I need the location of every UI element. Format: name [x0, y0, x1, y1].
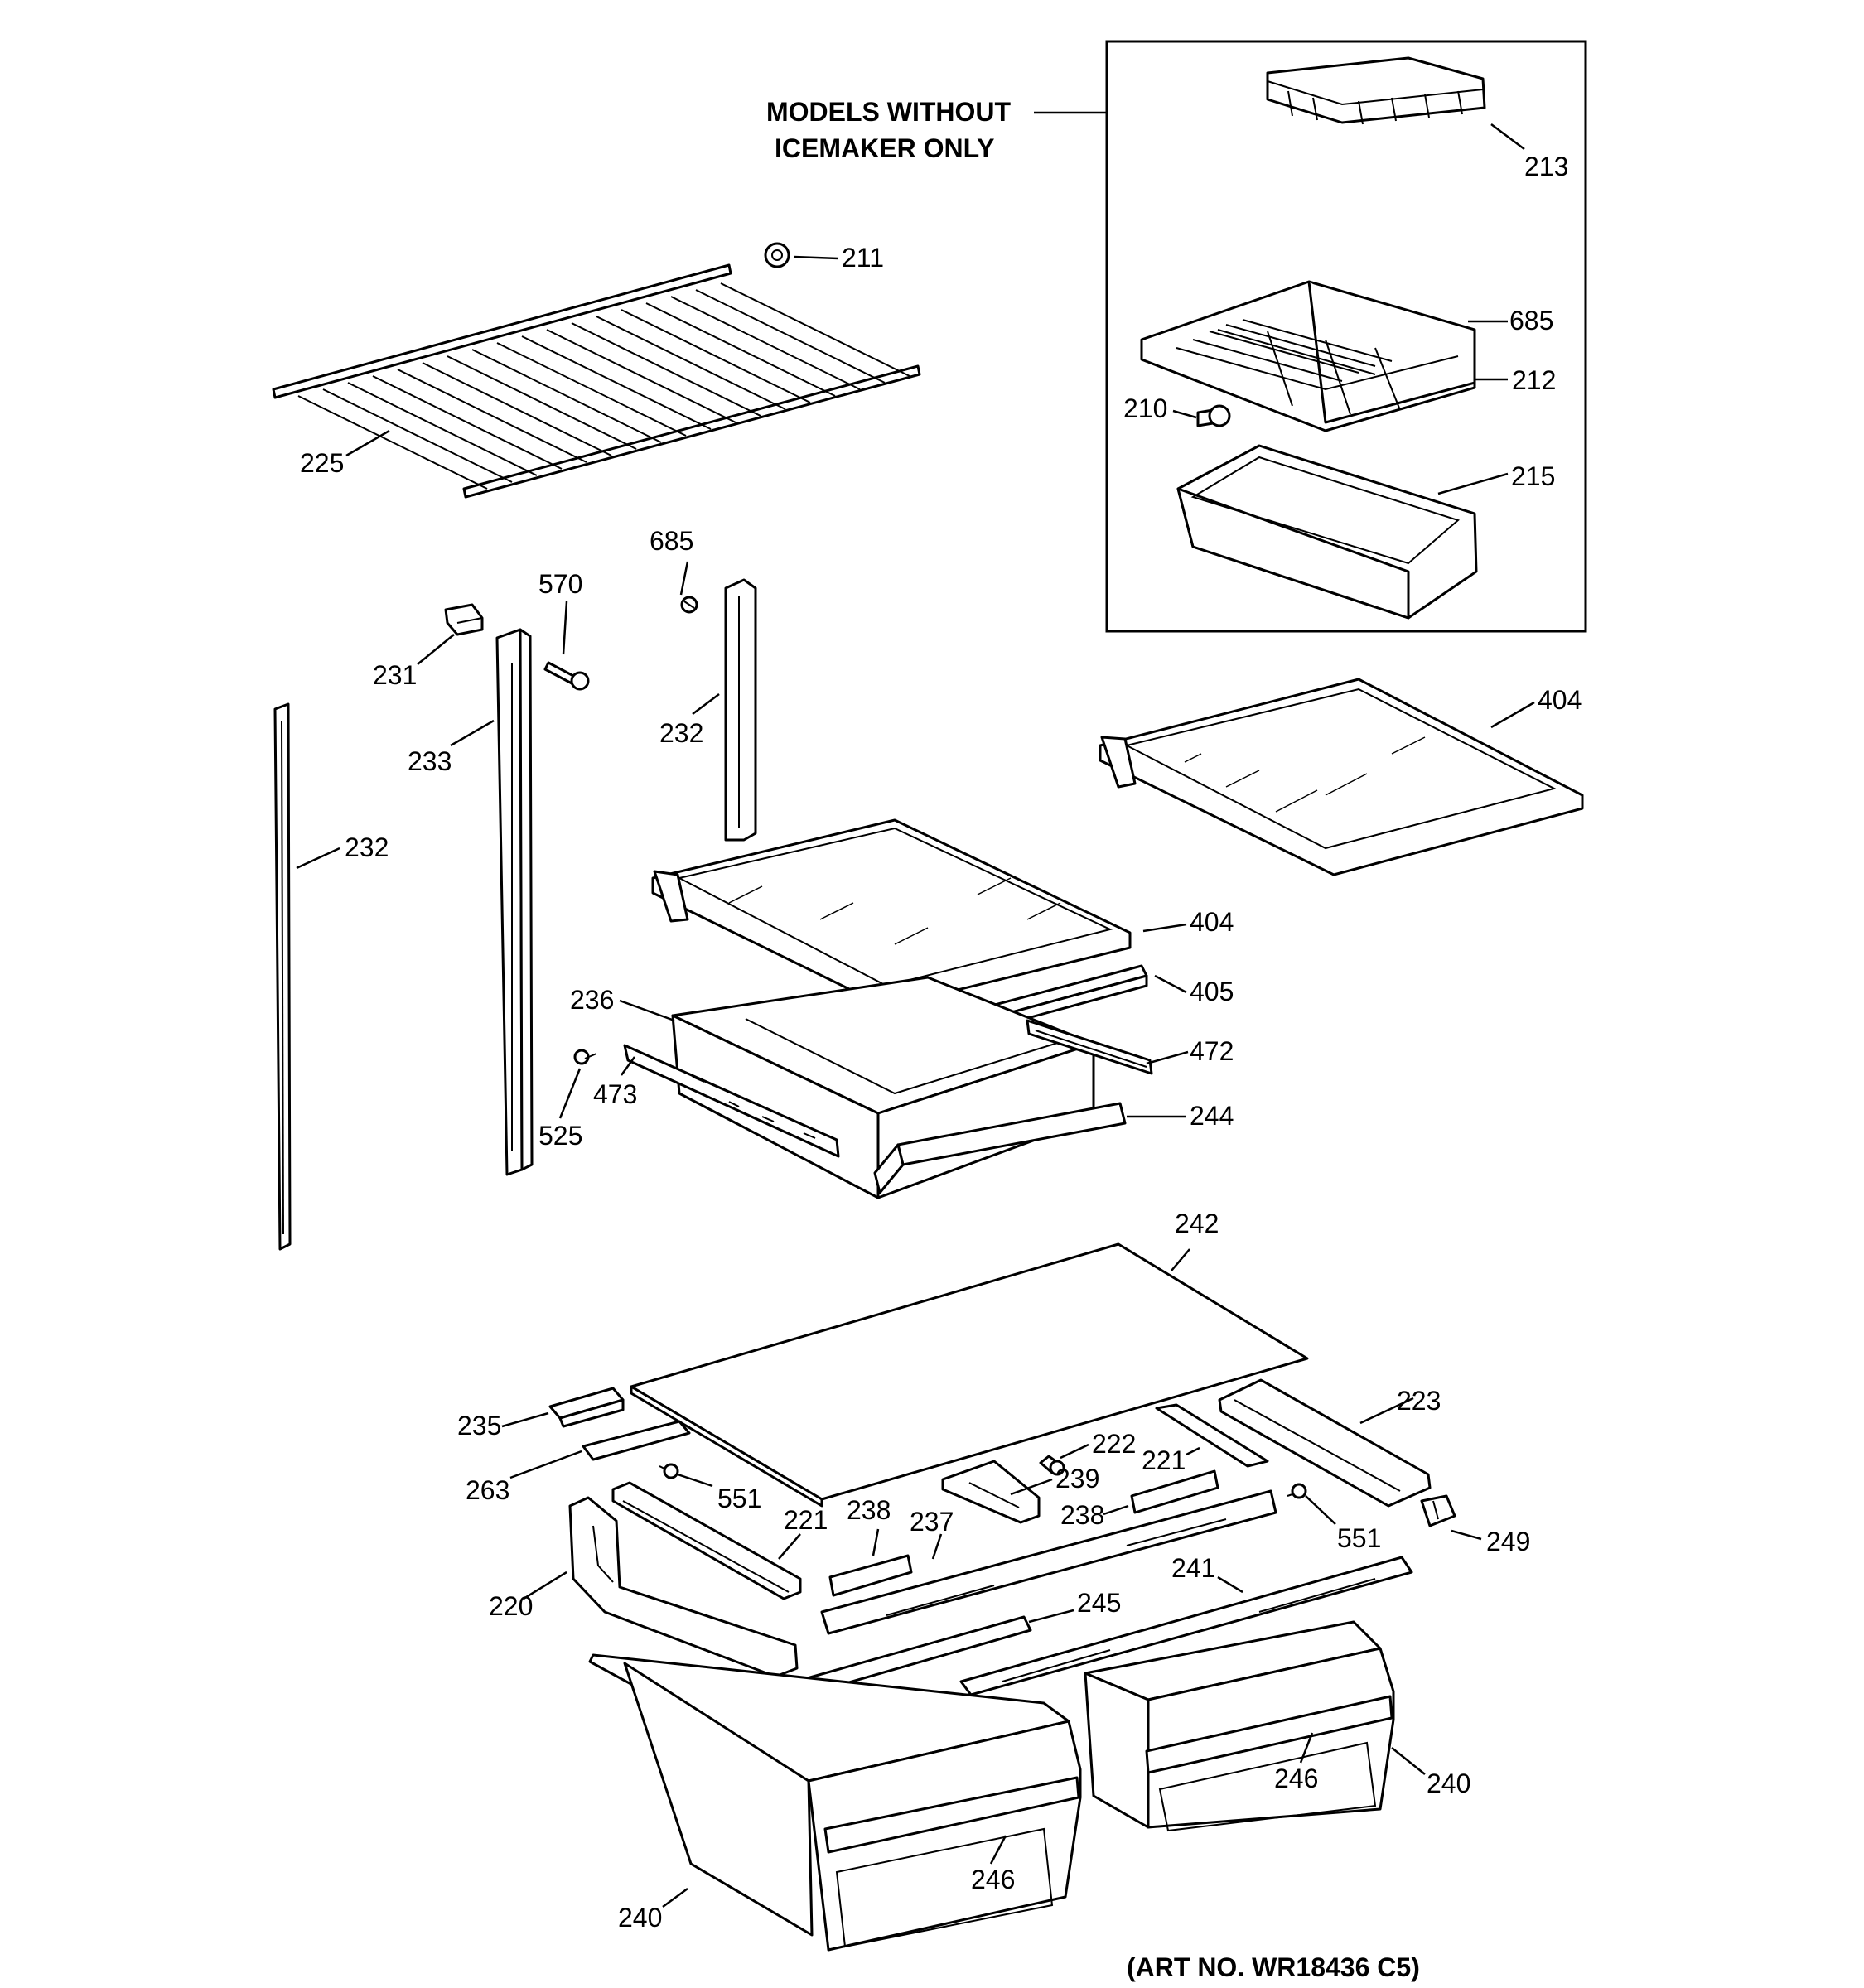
- clip-238-right: [1130, 1469, 1219, 1514]
- callout-241: 241: [1171, 1553, 1215, 1583]
- ice-tray-213: [1266, 56, 1486, 125]
- models-without-label: MODELS WITHOUT: [766, 97, 1012, 127]
- ice-bin-215: [1176, 444, 1478, 620]
- callout-242: 242: [1175, 1209, 1219, 1238]
- callout-213: 213: [1524, 152, 1568, 181]
- callout-237: 237: [910, 1507, 954, 1537]
- callout-222: 222: [1092, 1429, 1136, 1459]
- clip-238-left: [828, 1554, 913, 1597]
- rail-221-left: [611, 1481, 802, 1600]
- callout-232-right: 232: [659, 718, 703, 748]
- icemaker-inset-box: [1105, 40, 1587, 633]
- callout-405: 405: [1190, 977, 1234, 1006]
- rail-221-right: [1155, 1403, 1269, 1468]
- callout-221-left: 221: [784, 1505, 828, 1535]
- callout-232-left: 232: [345, 832, 389, 862]
- callout-404-right: 404: [1538, 685, 1582, 715]
- cover-242: [630, 1242, 1309, 1508]
- drawer-240-right: [1084, 1620, 1395, 1832]
- screw-525: [573, 1049, 597, 1065]
- icemaker-only-label: ICEMAKER ONLY: [775, 133, 995, 163]
- bar-237: [820, 1489, 1277, 1635]
- callout-238-left: 238: [847, 1495, 891, 1525]
- callout-238-right: 238: [1060, 1500, 1104, 1530]
- callout-240-left: 240: [618, 1903, 662, 1933]
- screw-685: [680, 596, 698, 614]
- callout-685-inset: 685: [1509, 306, 1553, 335]
- bracket-235: [548, 1387, 625, 1428]
- callout-244: 244: [1190, 1101, 1234, 1131]
- callout-551-left: 551: [717, 1484, 761, 1513]
- screw-551-left: [659, 1463, 679, 1479]
- callout-245: 245: [1077, 1588, 1121, 1618]
- art-number-label: (ART NO. WR18436 C5): [1127, 1952, 1420, 1982]
- rail-233: [495, 628, 534, 1176]
- bar-241: [959, 1556, 1413, 1696]
- screw-570: [543, 661, 590, 691]
- glass-shelf-404-right: [1099, 678, 1584, 876]
- part-222: [1039, 1455, 1065, 1476]
- callout-236: 236: [570, 985, 614, 1015]
- callout-210: 210: [1123, 393, 1167, 423]
- callout-570: 570: [538, 569, 582, 599]
- callout-225: 225: [300, 448, 344, 478]
- rail-223: [1218, 1378, 1432, 1508]
- callout-525: 525: [538, 1121, 582, 1151]
- callout-472: 472: [1190, 1036, 1234, 1066]
- pin-210: [1196, 404, 1231, 427]
- grommet-211: [764, 242, 790, 268]
- glass-shelf-404-left: [651, 818, 1132, 1009]
- callout-240-right: 240: [1427, 1768, 1470, 1798]
- callout-246-right: 246: [1274, 1764, 1318, 1793]
- clip-231: [444, 603, 484, 636]
- callout-215: 215: [1511, 461, 1555, 491]
- bracket-263: [582, 1420, 691, 1461]
- callout-211: 211: [842, 243, 884, 273]
- rail-232-left: [273, 702, 292, 1251]
- callout-233: 233: [408, 746, 452, 776]
- callout-249: 249: [1486, 1527, 1530, 1556]
- rail-232-right: [724, 578, 757, 842]
- callout-473: 473: [593, 1079, 637, 1109]
- callout-220: 220: [489, 1591, 533, 1621]
- ice-rack-212: [1140, 280, 1476, 432]
- callout-212: 212: [1512, 365, 1556, 395]
- callout-685: 685: [650, 526, 693, 556]
- slide-473: [623, 1044, 840, 1158]
- callout-239: 239: [1055, 1464, 1099, 1493]
- callout-246-left: 246: [971, 1865, 1015, 1894]
- front-244: [873, 1102, 1127, 1194]
- callout-551-right: 551: [1337, 1523, 1381, 1553]
- callout-223: 223: [1397, 1386, 1441, 1416]
- wire-shelf-225: [272, 263, 921, 499]
- bracket-220: [568, 1496, 799, 1678]
- part-249: [1420, 1494, 1456, 1527]
- callout-235: 235: [457, 1411, 501, 1440]
- callout-231: 231: [373, 660, 417, 690]
- callout-221-right: 221: [1142, 1445, 1186, 1475]
- callout-263: 263: [466, 1475, 509, 1505]
- slide-472: [1026, 1019, 1153, 1075]
- bracket-239: [941, 1460, 1041, 1524]
- drawer-240-left: [588, 1653, 1082, 1952]
- callout-404-left: 404: [1190, 907, 1234, 937]
- screw-551-right: [1287, 1483, 1307, 1499]
